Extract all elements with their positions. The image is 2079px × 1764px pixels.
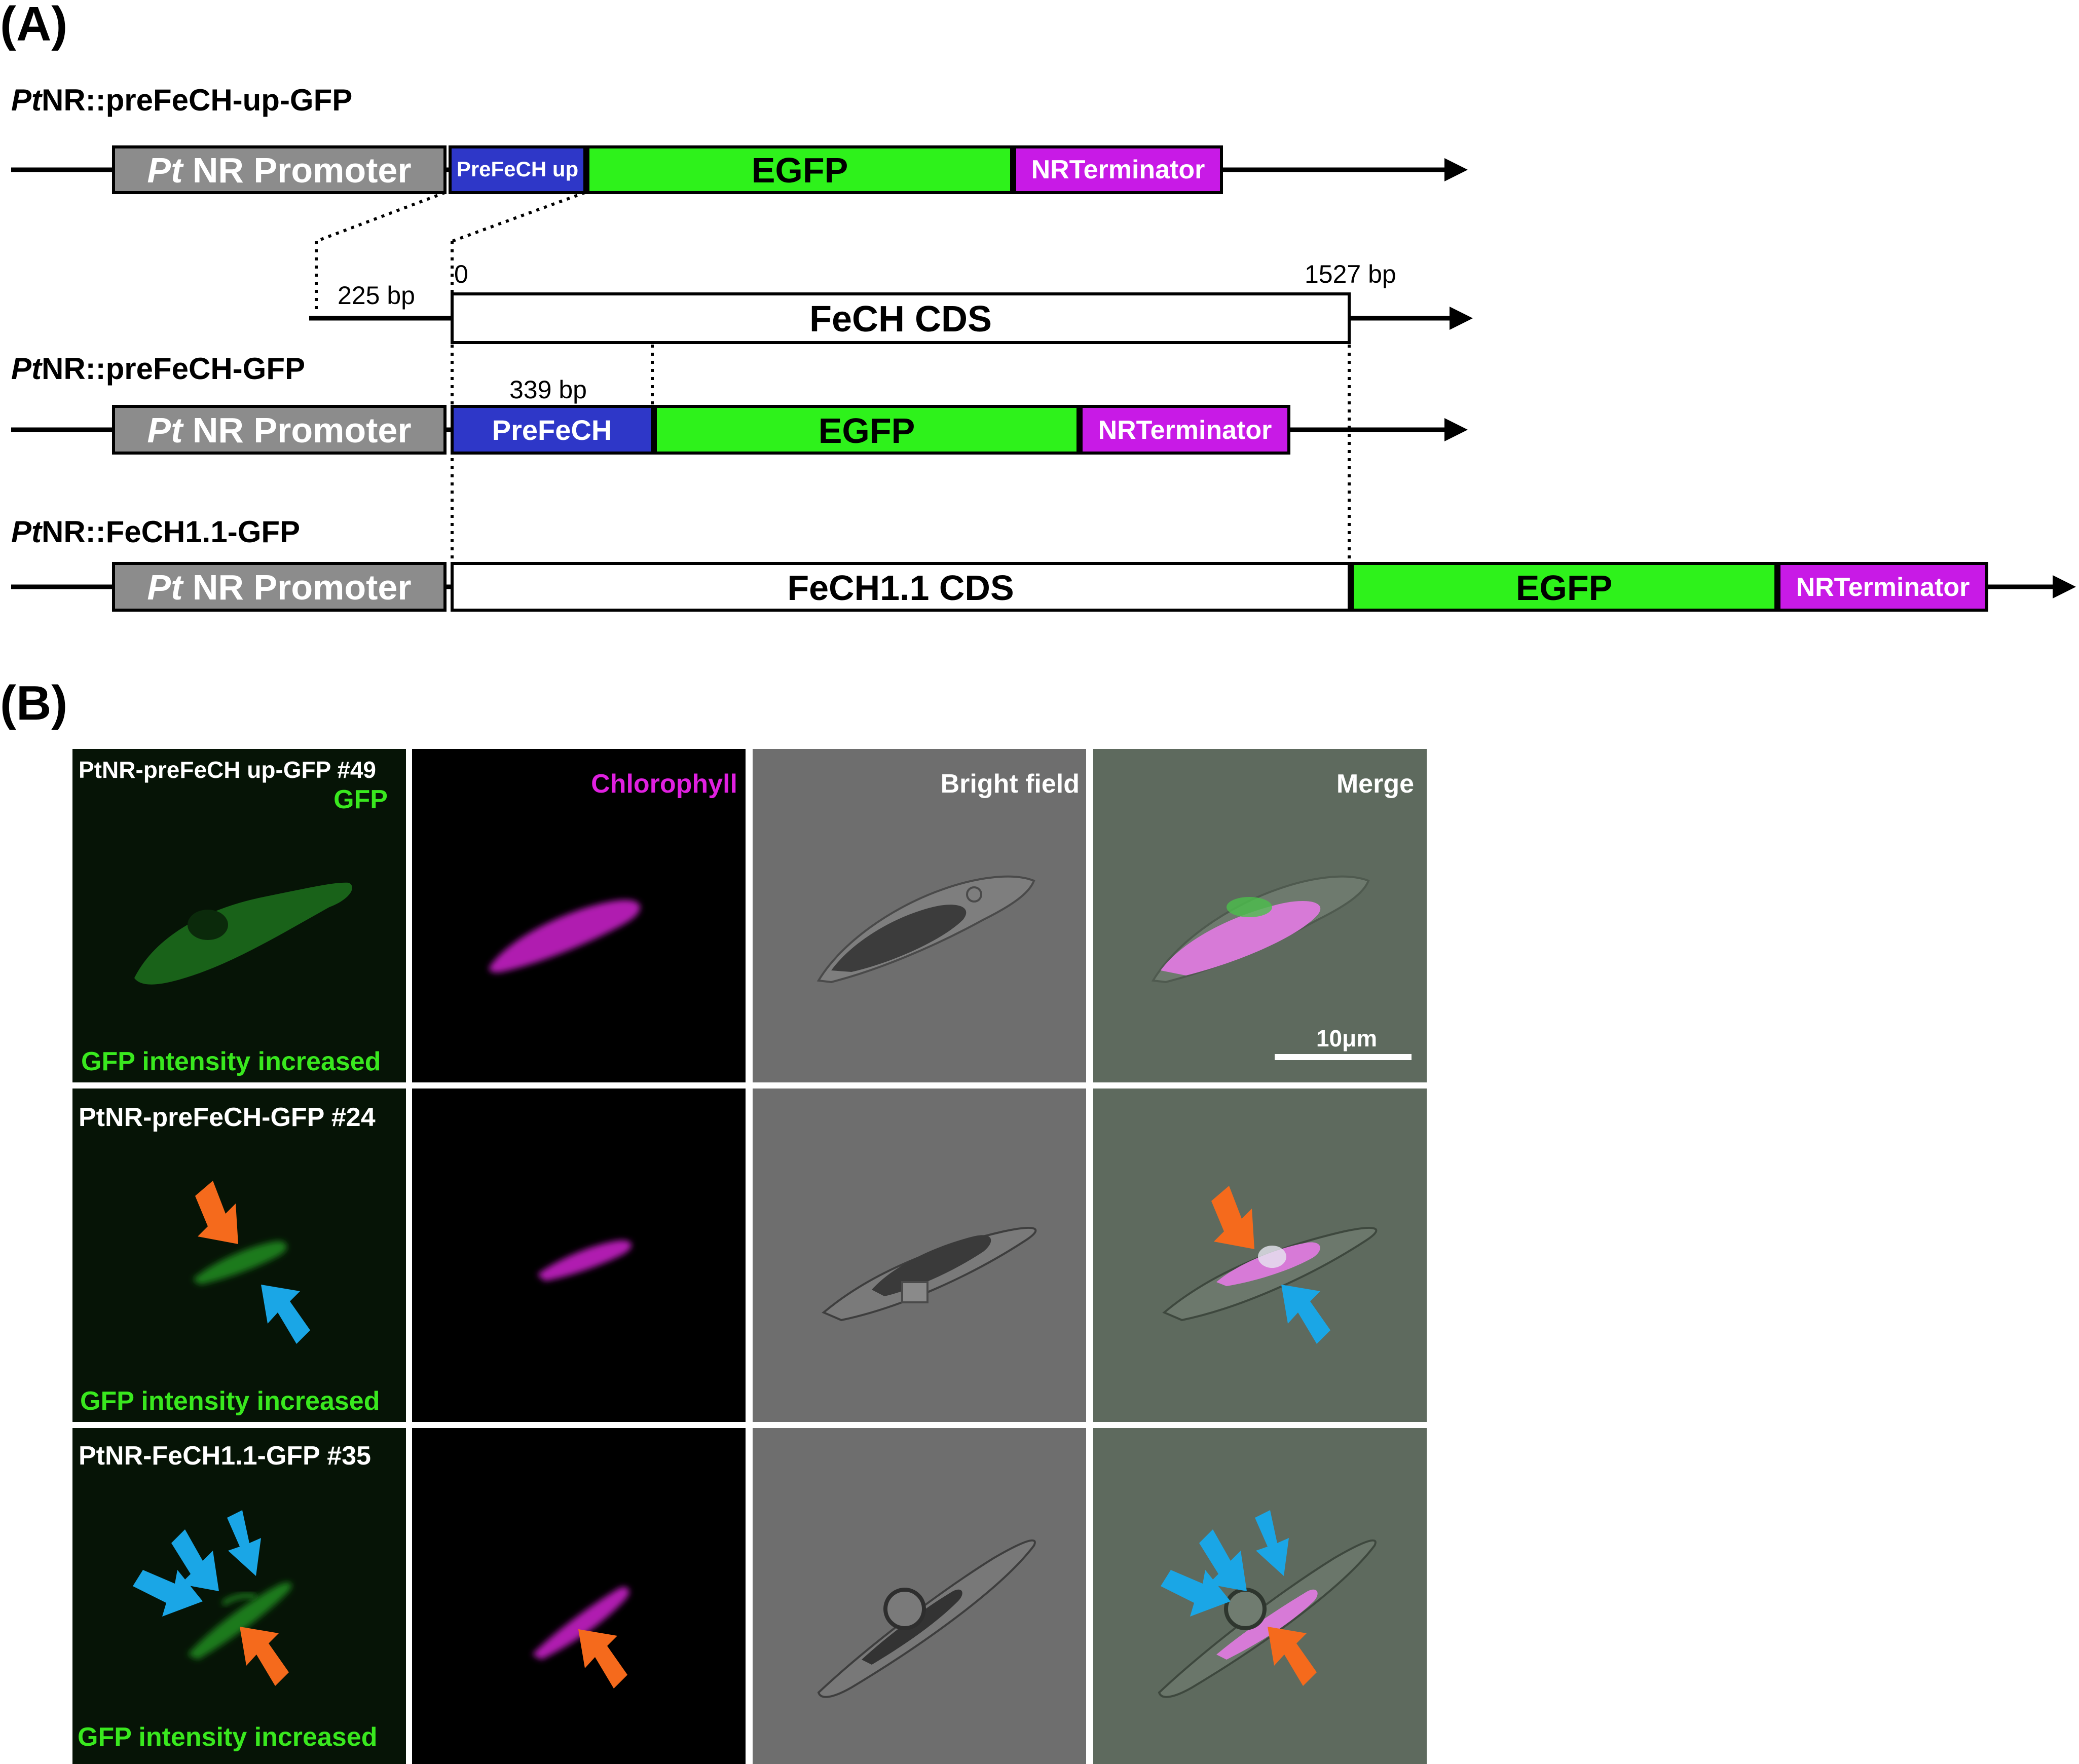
construct-1-egfp-label: EGFP	[752, 151, 848, 190]
construct-3-title: PtNR::FeCH1.1-GFP	[11, 515, 300, 549]
r1-bright-field-label: Bright field	[941, 769, 1080, 799]
image-r2-merge	[1093, 1089, 1427, 1422]
image-r1-chlorophyll: Chlorophyll	[412, 749, 746, 1082]
r3-merge-blue-arrow-3	[1255, 1510, 1289, 1576]
fech-cds-box	[451, 292, 1351, 344]
construct-1-promoter	[112, 145, 447, 194]
r2-gfp-orange-arrow	[195, 1181, 238, 1244]
r3-note: GFP intensity increased	[78, 1722, 377, 1752]
construct-1-terminator	[1013, 145, 1223, 194]
r3-merge-blue-arrow-2	[1199, 1529, 1247, 1591]
r3-gfp-orange-arrow	[240, 1627, 289, 1686]
cds-end-label: 1527 bp	[1305, 260, 1396, 288]
construct-3-promoter	[112, 562, 447, 612]
construct-1: PtNR::preFeCH-up-GFP Pt NR Promoter PreF…	[11, 83, 1468, 194]
construct-3-terminator-label: NRTerminator	[1796, 573, 1970, 602]
image-r3-chlorophyll	[412, 1428, 746, 1764]
cds-start-label: 0	[454, 260, 468, 288]
construct-2-prefech-label: PreFeCH	[492, 414, 612, 446]
construct-2-terminator-label: NRTerminator	[1098, 416, 1272, 445]
construct-2-prefech	[451, 405, 654, 455]
fech-cds-row: FeCH CDS 225 bp 0 1527 bp	[309, 260, 1473, 344]
construct-1-terminator-label: NRTerminator	[1031, 155, 1205, 184]
construct-3-egfp-label: EGFP	[1516, 568, 1613, 608]
r2-line-name: PtNR-preFeCH-GFP #24	[79, 1103, 376, 1132]
construct-2-terminator	[1080, 405, 1290, 455]
guide-lines	[315, 191, 1351, 562]
image-r3-bright-field	[753, 1428, 1086, 1764]
r3-chlorophyll-orange-arrow	[578, 1629, 627, 1688]
r3-gfp-blue-arrow-3	[227, 1510, 261, 1576]
image-r1-merge: Merge 10μm	[1093, 749, 1427, 1082]
fech-cds-label: FeCH CDS	[809, 299, 992, 340]
construct-1-title: PtNR::preFeCH-up-GFP	[11, 83, 352, 117]
construct-3-fech11-cds	[451, 562, 1351, 612]
construct-3-arrowhead	[2053, 575, 2076, 598]
r2-gfp-blue-arrow	[261, 1285, 310, 1344]
prefech-length-label: 339 bp	[509, 376, 587, 404]
construct-2-egfp	[654, 405, 1080, 455]
construct-1-prefech-up-label: PreFeCH up	[457, 157, 578, 181]
r1-merge-label: Merge	[1336, 769, 1414, 799]
r1-line-name: PtNR-preFeCH up-GFP #49	[79, 757, 376, 783]
panel-a-label: (A)	[0, 0, 67, 51]
construct-3: PtNR::FeCH1.1-GFP Pt NR Promoter FeCH1.1…	[11, 515, 2076, 612]
construct-1-arrowhead	[1444, 158, 1468, 181]
r1-gfp-label: GFP	[333, 785, 388, 814]
r2-note: GFP intensity increased	[80, 1386, 380, 1416]
construct-3-fech11-cds-label: FeCH1.1 CDS	[787, 568, 1014, 608]
construct-3-promoter-label: Pt NR Promoter	[147, 568, 411, 607]
construct-2-title: PtNR::preFeCH-GFP	[11, 352, 305, 386]
construct-2: PtNR::preFeCH-GFP 339 bp Pt NR Promoter …	[11, 352, 1468, 455]
scale-bar-label: 10μm	[1316, 1025, 1377, 1052]
panel-b-label: (B)	[0, 676, 67, 730]
construct-3-terminator	[1777, 562, 1988, 612]
r3-line-name: PtNR-FeCH1.1-GFP #35	[79, 1441, 371, 1471]
r3-merge-orange-arrow	[1268, 1627, 1317, 1686]
image-r3-merge	[1093, 1428, 1427, 1764]
image-r2-gfp: PtNR-preFeCH-GFP #24 GFP intensity incre…	[72, 1089, 406, 1422]
construct-2-egfp-label: EGFP	[819, 411, 915, 451]
r3-gfp-blue-arrow-2	[171, 1529, 219, 1591]
construct-2-arrowhead	[1444, 418, 1468, 441]
cds-arrowhead	[1450, 307, 1473, 330]
construct-2-promoter	[112, 405, 447, 455]
r2-merge-orange-arrow	[1211, 1186, 1254, 1249]
upstream-length-label: 225 bp	[338, 281, 415, 310]
image-r3-gfp: PtNR-FeCH1.1-GFP #35 GFP intensity incre…	[72, 1428, 406, 1764]
r1-chlorophyll-label: Chlorophyll	[591, 769, 737, 799]
construct-1-prefech-up	[449, 145, 586, 194]
construct-2-promoter-label: Pt NR Promoter	[147, 410, 411, 450]
image-r1-gfp: PtNR-preFeCH up-GFP #49 GFP GFP intensit…	[72, 749, 406, 1082]
image-r2-bright-field	[753, 1089, 1086, 1422]
r1-note: GFP intensity increased	[81, 1047, 381, 1076]
image-r1-bright-field: Bright field	[753, 749, 1086, 1082]
r2-merge-blue-arrow	[1281, 1285, 1330, 1344]
construct-1-promoter-label: Pt NR Promoter	[147, 151, 411, 190]
image-r2-chlorophyll	[412, 1089, 746, 1422]
construct-1-egfp	[586, 145, 1013, 194]
construct-3-egfp	[1351, 562, 1777, 612]
